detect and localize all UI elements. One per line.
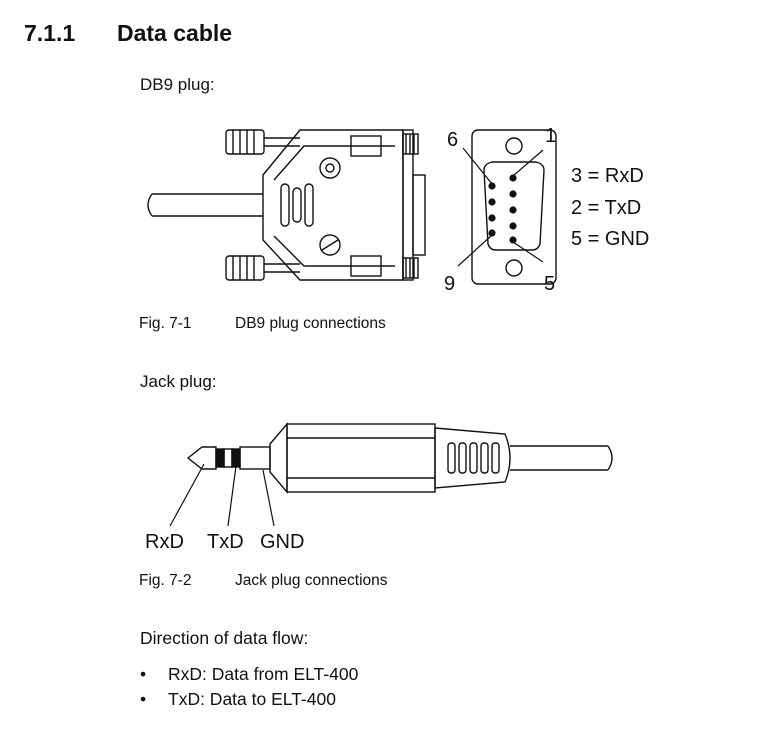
list-item-text: TxD: Data to ELT-400 <box>168 689 336 709</box>
figure-number-jack: Fig. 7-2 <box>139 572 192 589</box>
db9-assignment-rxd: 3 = RxD <box>571 165 644 187</box>
jack-label-txd: TxD <box>207 531 244 553</box>
figure-number-db9: Fig. 7-1 <box>139 315 192 332</box>
jack-label-gnd: GND <box>260 531 304 553</box>
db9-pin-label-6: 6 <box>447 129 458 151</box>
bullet-icon: • <box>140 689 147 709</box>
list-item-text: RxD: Data from ELT-400 <box>168 664 359 684</box>
data-flow-heading: Direction of data flow: <box>140 628 309 648</box>
db9-assignment-txd: 2 = TxD <box>571 197 641 219</box>
figure-caption-db9: DB9 plug connections <box>235 315 386 332</box>
db9-pin-leader-lines <box>457 147 544 267</box>
db9-assignment-gnd: 5 = GND <box>571 228 649 250</box>
jack-leader-lines <box>169 463 275 527</box>
db9-pin-label-5: 5 <box>544 273 555 295</box>
db9-pins <box>488 174 517 244</box>
db9-pin-label-9: 9 <box>444 273 455 295</box>
jack-label-rxd: RxD <box>145 531 184 553</box>
jack-plug-drawing <box>186 422 613 494</box>
jack-heading: Jack plug: <box>140 372 217 391</box>
list-item: • RxD: Data from ELT-400 <box>140 664 358 685</box>
db9-pin-label-1: 1 <box>545 125 556 147</box>
list-item: • TxD: Data to ELT-400 <box>140 689 336 710</box>
db9-connector-face-view <box>471 129 557 285</box>
figure-caption-jack: Jack plug connections <box>235 572 388 589</box>
section-number: 7.1.1 <box>24 20 76 46</box>
bullet-icon: • <box>140 664 147 684</box>
section-title: Data cable <box>117 20 233 46</box>
db9-heading: DB9 plug: <box>140 75 215 94</box>
db9-connector-side-view <box>147 129 426 281</box>
